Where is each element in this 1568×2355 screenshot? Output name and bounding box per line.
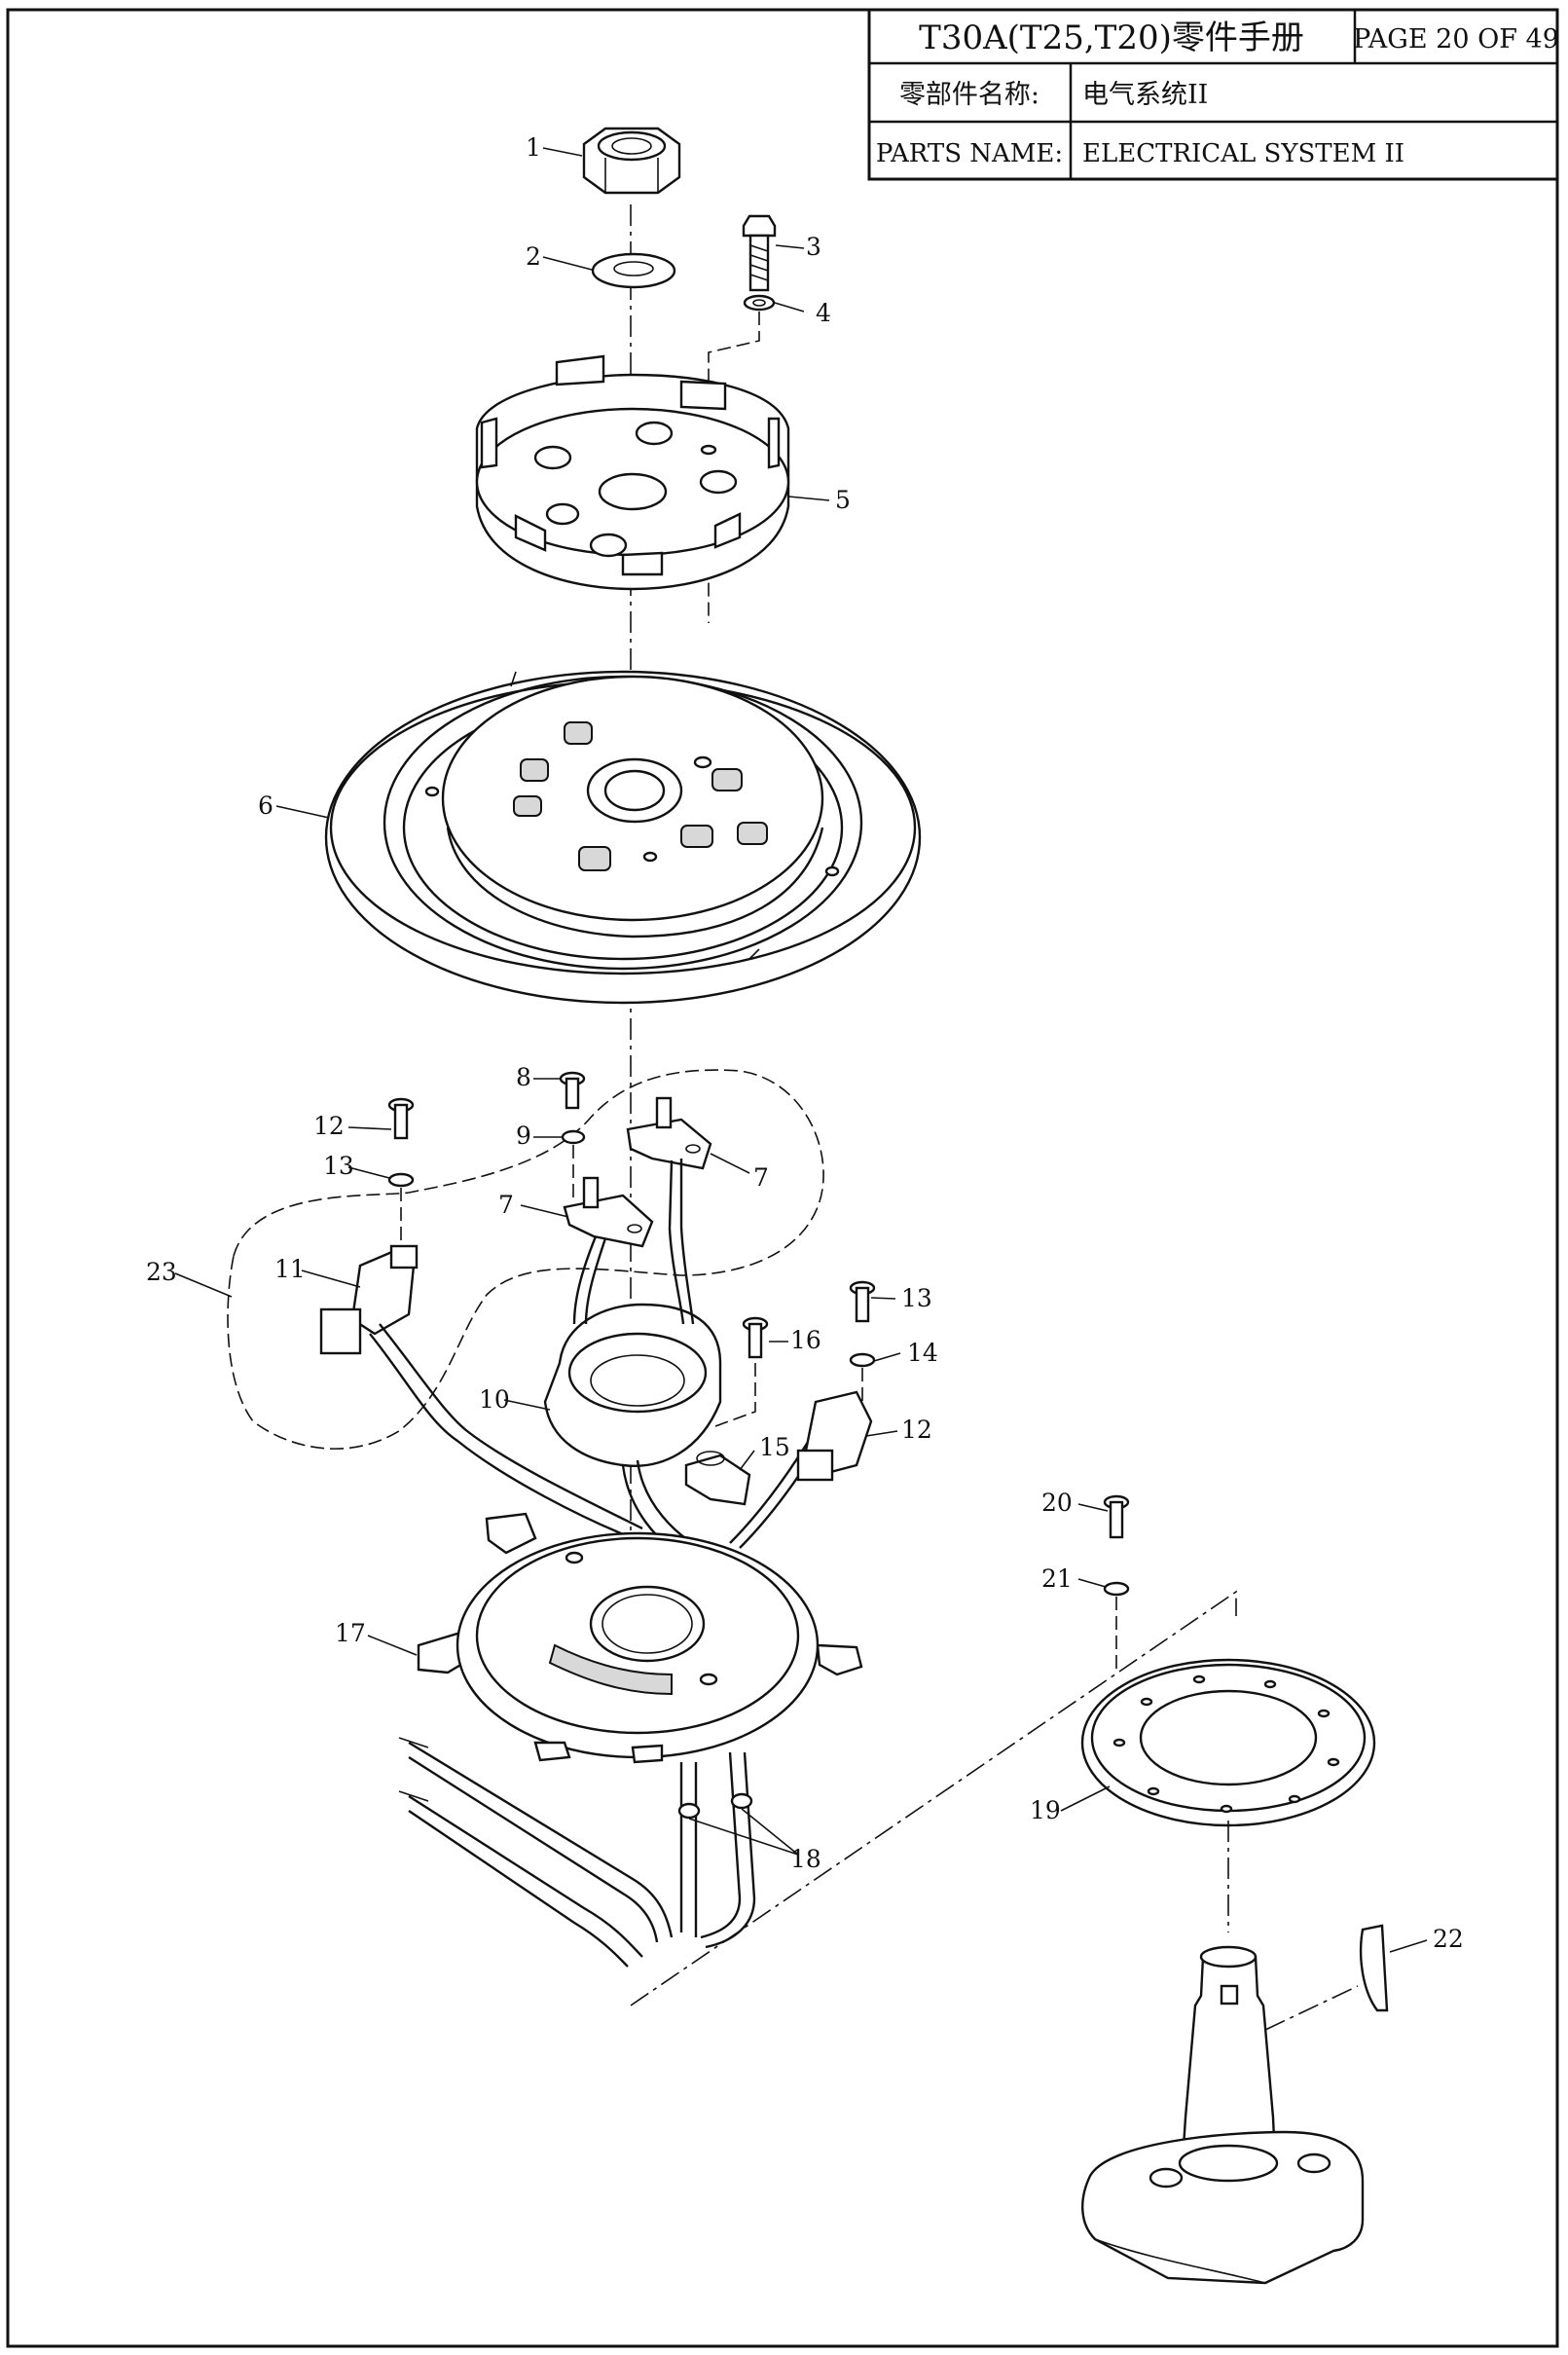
part-7-clip-a (626, 1096, 712, 1170)
part-7-clip-b (563, 1176, 654, 1248)
callout-4: 4 (816, 299, 831, 327)
part-19-stator-plate-ring (1080, 1658, 1376, 1827)
callout-18: 18 (790, 1845, 821, 1873)
callout-20: 20 (1041, 1489, 1073, 1517)
part-8-screw (559, 1071, 586, 1110)
part-13-screw-right (849, 1280, 876, 1323)
callout-8: 8 (516, 1063, 531, 1091)
part-11-charge-coil-connector (319, 1244, 419, 1355)
assembly-connection-line (630, 1590, 1237, 2006)
part-12-screw-left (387, 1097, 415, 1140)
part-22-woodruff-key (1359, 1924, 1389, 2012)
part-20-screw (1103, 1494, 1130, 1539)
page-number: PAGE 20 OF 49 (1353, 24, 1559, 55)
part-10-stator-coil (543, 1303, 722, 1467)
callout-15: 15 (759, 1433, 790, 1461)
part-13-washer-left (387, 1172, 415, 1188)
part-9-washer (561, 1129, 586, 1145)
callout-22: 22 (1433, 1925, 1464, 1953)
callout-6: 6 (258, 791, 273, 820)
callout-19: 19 (1030, 1796, 1061, 1824)
part-3-bolt (742, 214, 777, 292)
callout-14: 14 (907, 1339, 938, 1367)
title-block: T30A(T25,T20)零件手册 PAGE 20 OF 49 零部件名称: 电… (867, 8, 1559, 181)
drawing-border (6, 8, 1559, 2348)
part-4-spring-washer (743, 294, 776, 312)
callout-21: 21 (1041, 1564, 1073, 1593)
callout-5: 5 (835, 486, 851, 514)
callout-17: 17 (335, 1619, 366, 1647)
crankshaft-end (1081, 1945, 1365, 2285)
parts-name-value-en: ELECTRICAL SYSTEM II (1082, 139, 1404, 168)
callout-9: 9 (516, 1122, 531, 1150)
callout-3: 3 (806, 233, 821, 261)
part-2-washer (591, 252, 676, 289)
part-21-washer (1103, 1581, 1130, 1597)
part-15-wire-clamp (684, 1451, 751, 1506)
callout-2: 2 (526, 242, 541, 271)
callout-1: 1 (526, 133, 541, 162)
parts-name-label-cn: 零部件名称: (899, 80, 1039, 110)
callout-13b: 13 (901, 1284, 932, 1312)
callout-13a: 13 (323, 1152, 354, 1180)
part-14-washer-right (849, 1352, 876, 1368)
callout-12b: 12 (901, 1416, 932, 1444)
callout-23: 23 (146, 1258, 177, 1286)
callout-7a: 7 (753, 1163, 769, 1192)
callout-10: 10 (479, 1385, 510, 1414)
part-5-starter-cup (475, 354, 790, 591)
part-12-pulser-coil-connector (796, 1390, 873, 1482)
harness-group-outline (227, 1069, 824, 1450)
manual-title: T30A(T25,T20)零件手册 (919, 18, 1304, 57)
part-18-wire-leads (398, 1737, 756, 1968)
part-17-stator-base (417, 1512, 863, 1764)
key-guide (1264, 1985, 1359, 2031)
leader-lines (174, 147, 1428, 1953)
callout-11: 11 (274, 1255, 306, 1283)
callout-12a: 12 (313, 1112, 345, 1140)
callout-numbers: 1 2 3 4 5 6 7 7 8 9 10 11 12 12 13 13 14… (146, 133, 1464, 1953)
parts-name-value-cn: 电气系统II (1082, 80, 1208, 110)
screw-16-guide (714, 1363, 756, 1427)
callout-16: 16 (790, 1326, 821, 1354)
parts-name-label-en: PARTS NAME: (876, 139, 1063, 168)
part-1-flywheel-nut (582, 127, 681, 195)
part-16-screw (742, 1316, 769, 1359)
part-6-flywheel (324, 670, 922, 1005)
callout-7b: 7 (498, 1191, 514, 1219)
